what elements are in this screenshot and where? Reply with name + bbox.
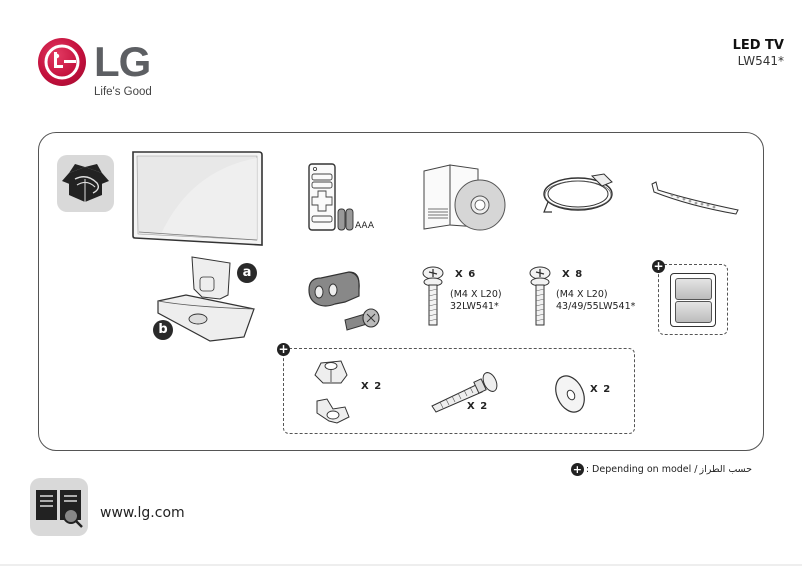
manual-cd-icon — [420, 163, 510, 235]
screw-43-models: 43/49/55LW541* — [556, 301, 636, 312]
part-b-badge: b — [153, 320, 173, 340]
product-type: LED TV — [732, 38, 784, 53]
battery-label: AAA — [355, 221, 374, 231]
screw-32-models: 32LW541* — [450, 301, 499, 312]
optional-group-box — [283, 348, 635, 434]
optional-plus-icon: + — [570, 463, 584, 476]
screw-32-spec: (M4 X L20) — [450, 289, 502, 300]
screw-icon — [422, 265, 444, 327]
box-open-icon — [57, 155, 114, 212]
optional-plus-icon: + — [652, 259, 665, 273]
footnote: + : Depending on model / حسب الطراز — [570, 463, 753, 476]
website-link[interactable]: www.lg.com — [100, 505, 185, 521]
bottom-divider — [0, 564, 802, 566]
product-info: LED TV LW541* — [733, 38, 784, 69]
cable-tie-icon — [650, 180, 740, 220]
bolt-qty: X 2 — [467, 401, 489, 412]
optional-plus-icon: + — [277, 342, 290, 356]
lg-face-icon — [38, 38, 86, 86]
wing-nut-icon — [313, 355, 353, 430]
screw-icon — [529, 265, 551, 327]
washer-icon — [552, 372, 588, 416]
stand-icon — [152, 255, 262, 345]
accessories-panel — [38, 132, 764, 451]
optional-item-box — [658, 264, 728, 335]
bolt-icon — [428, 370, 500, 414]
tv-icon — [131, 150, 263, 248]
screw-43-spec: (M4 X L20) — [556, 289, 608, 300]
wing-nut-qty: X 2 — [361, 381, 383, 392]
model-number: LW541* — [737, 54, 784, 68]
screw-32-qty: X 6 — [455, 269, 477, 280]
lg-logo: LG Life's Good — [38, 38, 168, 102]
brand-name: LG — [94, 38, 151, 85]
footnote-text: : Depending on model / — [585, 464, 698, 475]
manual-search-icon — [30, 478, 88, 536]
part-a-badge: a — [237, 263, 257, 283]
cable-holder-icon — [305, 268, 385, 334]
footnote-arabic: حسب الطراز — [699, 464, 753, 475]
battery-icon — [670, 273, 716, 327]
washer-qty: X 2 — [590, 384, 612, 395]
screw-43-qty: X 8 — [562, 269, 584, 280]
tagline: Life's Good — [94, 86, 152, 98]
remote-icon: AAA — [308, 163, 378, 233]
cable-icon — [540, 170, 620, 220]
